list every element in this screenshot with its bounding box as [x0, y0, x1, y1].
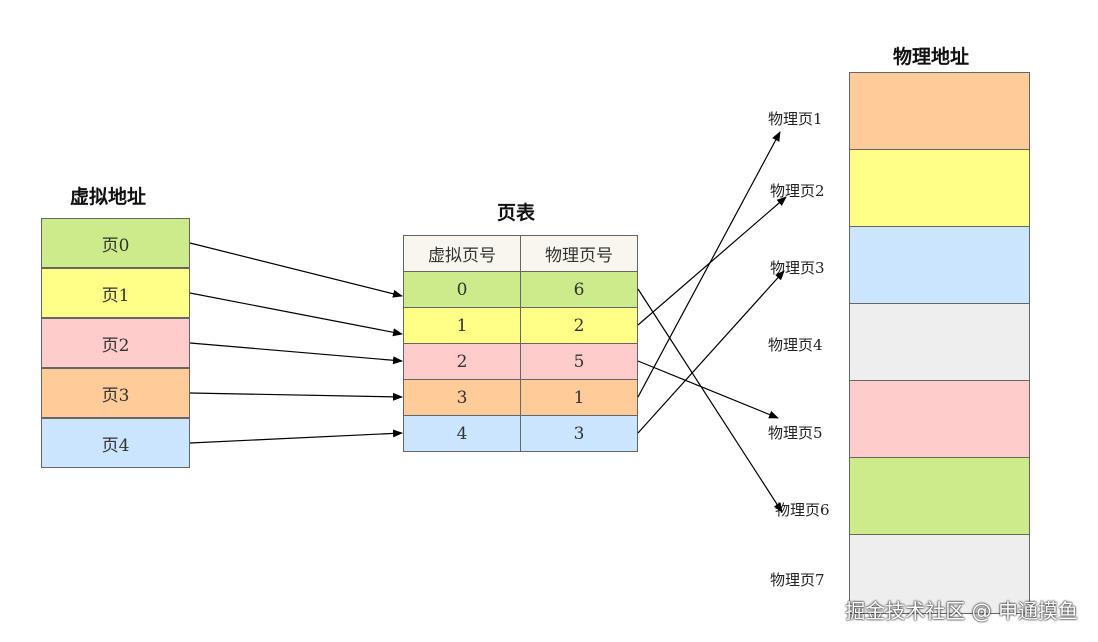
arrow-row-0-to-physical-6: [637, 288, 783, 513]
physical-page-block-4: [849, 303, 1030, 381]
arrow-virtual-1-to-row-1: [189, 292, 403, 337]
physical-page-label-1: 物理页1: [768, 110, 823, 128]
physical-page-block-1: [849, 72, 1030, 150]
arrow-virtual-3-to-row-3: [189, 392, 403, 401]
physical-page-label-7: 物理页7: [770, 571, 825, 589]
physical-address-title: 物理地址: [893, 46, 970, 68]
virtual-page-2: 页2: [41, 318, 190, 368]
arrow-virtual-2-to-row-2: [189, 342, 403, 365]
table-row-2-physical: 5: [520, 343, 638, 380]
table-row-0-physical: 6: [520, 271, 638, 308]
physical-page-label-6: 物理页6: [775, 501, 830, 519]
physical-page-block-3: [849, 226, 1030, 304]
arrow-row-1-to-physical-2: [637, 196, 787, 326]
arrow-virtual-4-to-row-4: [189, 429, 403, 444]
physical-page-label-4: 物理页4: [768, 336, 823, 354]
table-row-4-physical: 3: [520, 415, 638, 452]
watermark: 掘金技术社区 @ 申通摸鱼: [845, 599, 1078, 623]
arrow-row-4-to-physical-3: [637, 270, 785, 434]
arrow-row-2-to-physical-5: [637, 360, 779, 419]
virtual-page-4: 页4: [41, 418, 190, 468]
physical-page-block-5: [849, 380, 1030, 458]
page-table-title: 页表: [497, 202, 536, 224]
table-row-2-virtual: 2: [403, 343, 521, 380]
table-row-3-virtual: 3: [403, 379, 521, 416]
physical-page-block-7: [849, 534, 1030, 614]
arrow-virtual-0-to-row-0: [189, 242, 403, 298]
virtual-page-0: 页0: [41, 218, 190, 268]
table-row-4-virtual: 4: [403, 415, 521, 452]
arrow-row-3-to-physical-1: [637, 131, 781, 398]
virtual-address-title: 虚拟地址: [70, 186, 147, 208]
physical-page-label-2: 物理页2: [770, 182, 825, 200]
physical-page-label-5: 物理页5: [768, 424, 823, 442]
virtual-page-3: 页3: [41, 368, 190, 418]
physical-page-block-2: [849, 149, 1030, 227]
virtual-page-1: 页1: [41, 268, 190, 318]
